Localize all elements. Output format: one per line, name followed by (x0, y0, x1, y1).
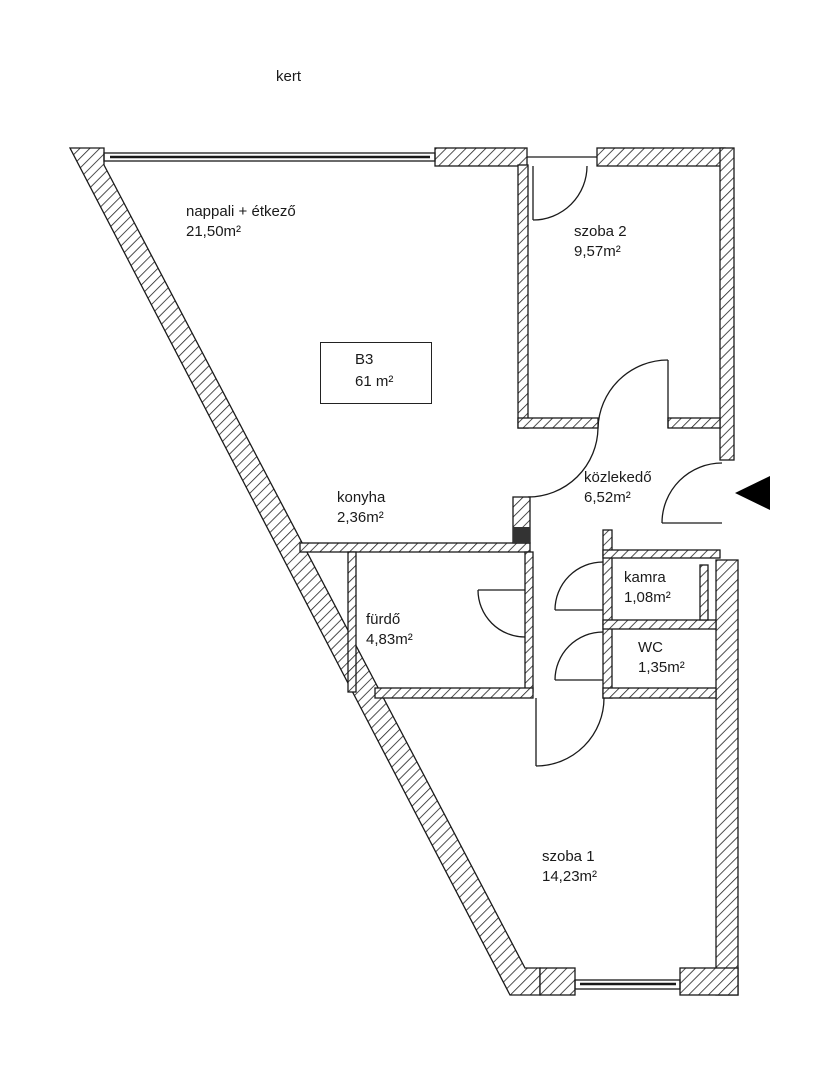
outside-label: kert (276, 68, 302, 85)
wall-bottom-right (679, 967, 739, 996)
wall-bottom-left (539, 967, 576, 996)
entrance-arrow-icon (735, 476, 770, 510)
wall-diagonal (68, 147, 541, 996)
column-fill (513, 527, 530, 543)
door-kamra (554, 561, 604, 611)
door-furdo (477, 589, 526, 638)
door-szoba2-top (532, 165, 588, 221)
window-szoba1 (574, 979, 681, 990)
wall-kamra-top (602, 549, 721, 559)
door-entry (661, 462, 723, 524)
wall-kamra-right (699, 564, 709, 621)
wall-top-left (434, 147, 528, 167)
door-szoba1 (535, 697, 605, 767)
window-living (103, 152, 436, 162)
wall-top-right (596, 147, 726, 167)
wall-kamra-wc-divider (602, 619, 717, 630)
door-living (527, 427, 599, 498)
door-szoba2 (597, 359, 669, 429)
wall-furdo-right (524, 551, 534, 693)
apartment-code: B3 (355, 351, 374, 368)
apartment-box: B3 61 m² (320, 342, 432, 404)
wall-furdo-left (347, 551, 357, 693)
wall-right-lower (715, 559, 739, 996)
wall-konyha-bottom (299, 542, 531, 553)
wall-right-upper (719, 147, 735, 461)
wall-szoba2-bottom-a (517, 417, 599, 429)
apartment-area: 61 m² (355, 373, 394, 390)
wall-szoba2-bottom-b (667, 417, 721, 429)
wall-szoba2-left (517, 164, 529, 429)
wall-wc-bottom (602, 687, 717, 699)
door-wc (554, 631, 604, 681)
wall-furdo-bottom (374, 687, 534, 699)
